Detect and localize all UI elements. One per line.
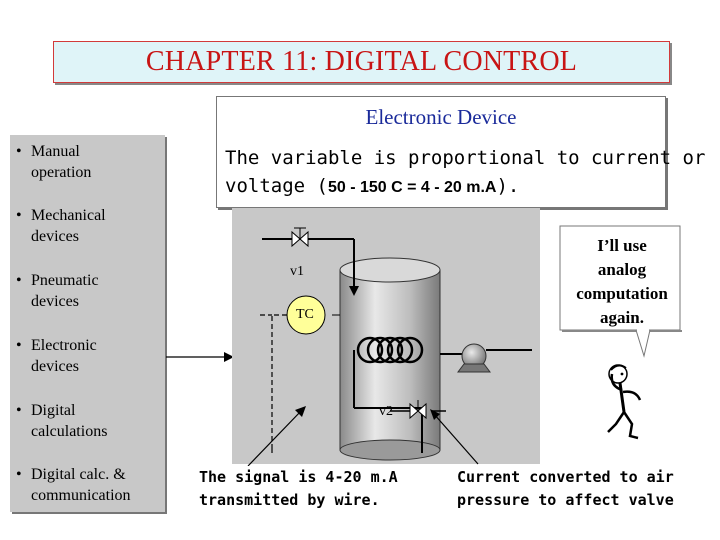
valve-v1-label: v1	[290, 264, 304, 279]
arrow-icon	[166, 352, 234, 362]
pump-icon	[457, 343, 491, 373]
list-item-label: devices	[31, 228, 79, 245]
list-item-label: Manual	[31, 143, 80, 160]
bubble-line: analog	[597, 260, 647, 279]
list-item-label: communication	[31, 487, 131, 504]
device-heading: Electronic Device	[365, 105, 517, 129]
speech-bubble-icon	[559, 225, 682, 358]
bullet-icon: •	[16, 143, 22, 160]
arrow-icon	[247, 406, 306, 467]
title-box: CHAPTER 11: DIGITAL CONTROL	[53, 41, 670, 83]
list-item-label: devices	[31, 293, 79, 310]
bullet-icon: •	[16, 466, 22, 483]
bullet-icon: •	[16, 402, 22, 419]
bullet-icon: •	[16, 272, 22, 289]
note-line: Current converted to air	[457, 468, 674, 486]
list-item: • Electronic devices	[16, 335, 164, 377]
electronic-device-box: Electronic Device The variable is propor…	[216, 96, 705, 208]
device-description-suffix: ).	[496, 175, 520, 197]
note-line: transmitted by wire.	[199, 491, 380, 509]
valve-icon	[291, 227, 309, 248]
bullet-icon: •	[16, 207, 22, 224]
stick-figure-icon	[607, 364, 642, 440]
list-item-label: Mechanical	[31, 207, 106, 224]
control-methods-panel: • Manual operation • Mechanical devices …	[10, 135, 165, 512]
page-title: CHAPTER 11: DIGITAL CONTROL	[145, 46, 578, 77]
process-plant-diagram: v1 v2 TC	[232, 208, 540, 464]
valve-icon	[409, 400, 427, 420]
list-item: • Pneumatic devices	[16, 270, 164, 312]
device-description-line2: voltage (50 - 150 C = 4 - 20 m.A).	[225, 175, 519, 197]
note-line: The signal is 4-20 m.A	[199, 468, 398, 486]
list-item-label: Digital	[31, 402, 76, 419]
list-item-label: operation	[31, 164, 92, 181]
current-note: Current converted to air pressure to aff…	[454, 466, 675, 512]
list-item: • Mechanical devices	[16, 205, 164, 247]
list-item: • Digital calc. & communication	[16, 464, 164, 506]
list-item-label: Digital calc. &	[31, 466, 126, 483]
device-description-prefix: voltage (	[225, 175, 328, 197]
bubble-line: I’ll use	[597, 236, 647, 255]
bubble-line: again.	[600, 308, 644, 327]
note-line: pressure to affect valve	[457, 491, 674, 509]
device-description-line1: The variable is proportional to current …	[225, 147, 706, 169]
list-item-label: devices	[31, 358, 79, 375]
controller-label: TC	[296, 307, 314, 322]
tank-icon	[339, 257, 441, 461]
bullet-icon: •	[16, 337, 22, 354]
list-item-label: Pneumatic	[31, 272, 99, 289]
signal-range: 50 - 150 C = 4 - 20 m.A	[327, 179, 497, 196]
bubble-line: computation	[576, 284, 668, 303]
plant-drawing	[260, 227, 532, 461]
controller-icon	[286, 295, 340, 335]
list-item: • Digital calculations	[16, 400, 164, 442]
list-item-label: calculations	[31, 423, 108, 440]
list-item: • Manual operation	[16, 141, 164, 183]
signal-note: The signal is 4-20 m.A transmitted by wi…	[196, 466, 431, 512]
arrow-icon	[430, 409, 479, 465]
speech-bubble-text: I’ll use analog computation again.	[566, 234, 678, 330]
list-item-label: Electronic	[31, 337, 97, 354]
valve-v2-label: v2	[379, 404, 393, 419]
